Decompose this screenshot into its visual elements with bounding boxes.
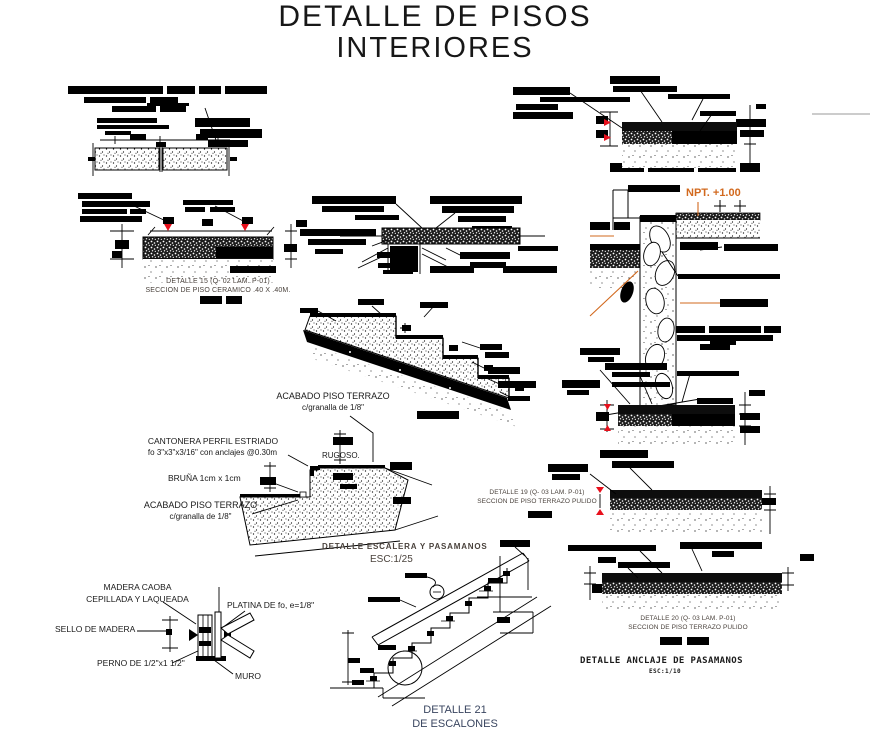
detail-step bbox=[239, 415, 439, 557]
sheet-title-line2: INTERIORES bbox=[336, 32, 534, 64]
red-dim-arrows bbox=[604, 404, 611, 431]
anclaje-caption: DETALLE ANCLAJE DE PASAMANOS bbox=[580, 656, 743, 666]
dim-leader-lines bbox=[584, 548, 794, 600]
subbase bbox=[602, 594, 782, 612]
acabado-bottom-label-line1: ACABADO PISO TERRAZO bbox=[143, 500, 258, 510]
redacted-text-bars bbox=[528, 450, 776, 522]
madera-label-line2: CEPILLADA Y LAQUEADA bbox=[86, 594, 189, 604]
detail19-caption-line1: DETALLE 19 (Q- 03 LAM. P-01) bbox=[489, 489, 585, 496]
detail-anchor bbox=[137, 587, 255, 675]
platina-plate bbox=[214, 611, 222, 659]
tick-marks bbox=[366, 590, 493, 682]
cantonera-label-line2: fo 3"x3"x3/16" con anclajes @0.30m bbox=[147, 448, 278, 457]
madera-label-line1: MADERA CAOBA bbox=[103, 582, 172, 592]
leader-lines bbox=[340, 203, 545, 274]
detail-top-right-section bbox=[513, 76, 766, 172]
acabado-top-label-line1: ACABADO PISO TERRAZO bbox=[276, 391, 390, 401]
detail15-caption-line2: SECCION DE PISO CERAMICO .40 X .40M. bbox=[145, 287, 291, 294]
dim-leader-lines bbox=[589, 467, 776, 534]
underside-lines bbox=[254, 467, 439, 557]
redacted-text-bars bbox=[300, 196, 558, 274]
sello-label: SELLO DE MADERA bbox=[55, 624, 136, 634]
leader-lines bbox=[317, 305, 513, 399]
concrete-slab-right bbox=[162, 147, 228, 171]
left-slab-screed bbox=[590, 250, 640, 268]
redacted-text-bars bbox=[260, 437, 412, 504]
wood-post bbox=[197, 614, 213, 659]
bruna-groove bbox=[299, 491, 307, 498]
rugoso-label: RUGOSO. bbox=[322, 451, 360, 460]
screed-layer bbox=[610, 498, 762, 510]
steps-profile bbox=[355, 568, 508, 689]
redacted-text-bars bbox=[348, 540, 530, 685]
detail21-caption-line2: DE ESCALONES bbox=[412, 718, 498, 730]
dark-band bbox=[303, 330, 511, 410]
joint-block bbox=[390, 246, 418, 272]
finish-layer bbox=[602, 573, 782, 582]
dim-leader-lines bbox=[251, 415, 374, 515]
stringer-lines bbox=[377, 596, 552, 707]
ground-band bbox=[307, 344, 517, 427]
dim-leader-lines bbox=[569, 89, 756, 168]
bruna-label: BRUÑA 1cm x 1cm bbox=[168, 473, 241, 483]
red-dim-arrows bbox=[596, 487, 604, 515]
detail-21-stair bbox=[330, 540, 552, 707]
step-callout-circle bbox=[387, 650, 423, 686]
detail20-caption-line1: DETALLE 20 (Q- 03 LAM. P-01) bbox=[640, 615, 736, 622]
tile-strip bbox=[381, 227, 521, 245]
escalera-caption: DETALLE ESCALERA Y PASAMANOS bbox=[322, 542, 488, 551]
cantonera-label-line1: CANTONERA PERFIL ESTRIADO bbox=[147, 436, 279, 446]
subbase bbox=[622, 144, 737, 168]
acabado-bottom-label-line2: c/granalla de 1/8" bbox=[169, 512, 232, 521]
redacted-text-bars bbox=[568, 542, 814, 645]
concrete-slab-left bbox=[94, 147, 160, 171]
finish-layer bbox=[618, 405, 735, 414]
finish-layer bbox=[622, 122, 737, 131]
anclaje-scale: ESC:1/10 bbox=[648, 668, 682, 675]
subbase bbox=[610, 510, 762, 532]
detail-sloped-stair bbox=[300, 299, 536, 427]
dimension-lines bbox=[110, 204, 297, 268]
leader-lines bbox=[92, 107, 230, 176]
detail15-caption-line1: DETALLE 15 (Q- 02 LAM. P-01) bbox=[166, 278, 270, 285]
red-dim-arrows bbox=[604, 119, 611, 141]
detail-19-section bbox=[528, 450, 776, 534]
npt-level-label: NPT. +1.00 bbox=[686, 187, 741, 199]
fork-arms bbox=[220, 612, 255, 659]
perno-label: PERNO DE 1/2"x1 1/2" bbox=[97, 658, 185, 668]
sheet-title-line1: DETALLE DE PISOS bbox=[278, 0, 592, 33]
redacted-text-bars bbox=[78, 193, 307, 304]
detail19-caption-line2: SECCION DE PISO TERRAZO PULIDO bbox=[477, 498, 597, 505]
detail21-caption-line1: DETALLE 21 bbox=[423, 704, 487, 716]
orange-leaders bbox=[589, 202, 720, 317]
detail-15-section bbox=[78, 193, 307, 304]
right-slab bbox=[676, 220, 760, 238]
structure-lines bbox=[330, 546, 534, 699]
platina-label: PLATINA DE fo, e=1/8" bbox=[227, 600, 315, 610]
detail-center-junction bbox=[300, 196, 558, 274]
finish-layer bbox=[610, 490, 762, 498]
boulders bbox=[643, 225, 676, 400]
redacted-text-bars bbox=[562, 338, 765, 438]
detail20-caption-line2: SECCION DE PISO TERRAZO PULIDO bbox=[628, 624, 748, 631]
stone bbox=[620, 281, 634, 303]
detail-20-section bbox=[568, 542, 814, 645]
subbase bbox=[618, 426, 735, 446]
arrow bbox=[189, 629, 198, 641]
cantonera-angle bbox=[310, 466, 320, 476]
detail-npt-wall bbox=[589, 185, 781, 417]
handrail bbox=[371, 552, 530, 646]
escalera-scale: ESC:1/25 bbox=[370, 554, 413, 565]
muro-label: MURO bbox=[235, 671, 261, 681]
acabado-top-label-line2: c/granalla de 1/8" bbox=[302, 403, 364, 412]
screed-layer bbox=[602, 582, 782, 594]
redacted-text-bars bbox=[513, 76, 766, 172]
detail-floor-joint bbox=[68, 86, 267, 176]
detail-19-upper-section bbox=[562, 338, 765, 446]
risers bbox=[395, 316, 510, 398]
